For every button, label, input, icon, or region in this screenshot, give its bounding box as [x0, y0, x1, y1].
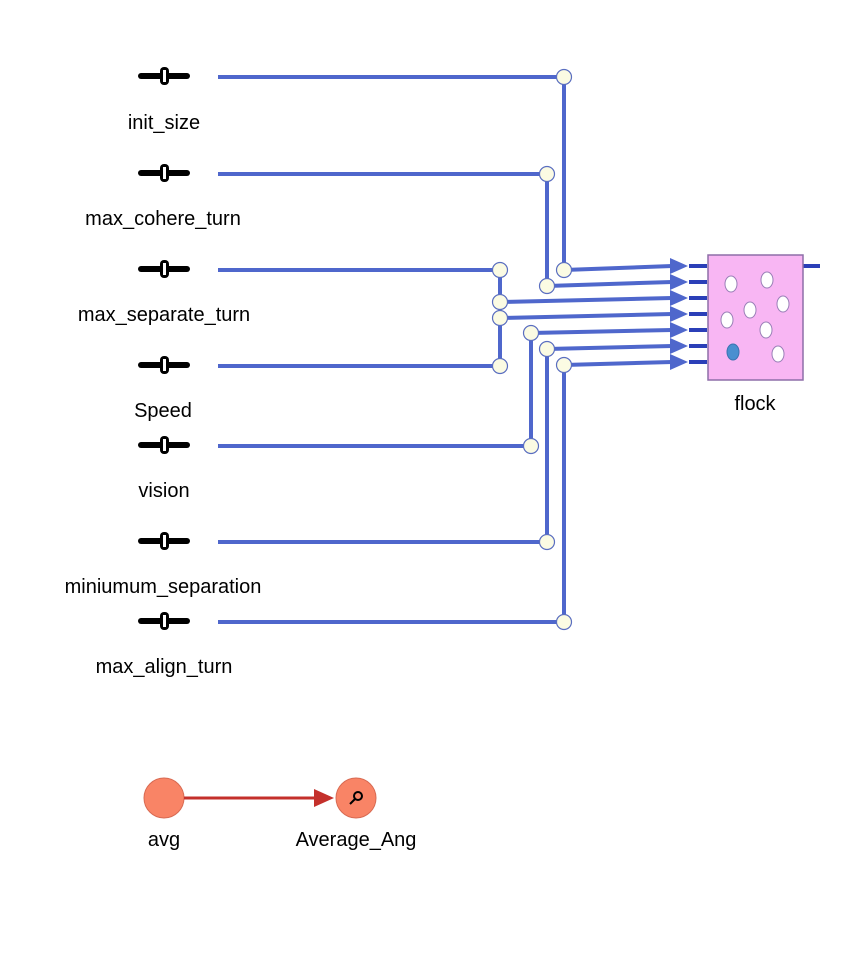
wire-miniumum-separation: [218, 344, 673, 544]
flock-agent[interactable]: [707, 254, 804, 381]
wire-junctions[interactable]: [491, 68, 573, 631]
junction[interactable]: [522, 324, 540, 342]
arrowhead: [670, 354, 688, 370]
slider-vision-icon[interactable]: [138, 436, 190, 454]
junction[interactable]: [491, 309, 509, 327]
wire-init-size: [218, 75, 673, 272]
avg-node[interactable]: [143, 777, 185, 819]
slider-max-align-turn-icon[interactable]: [138, 612, 190, 630]
slider-label-max-align-turn: max_align_turn: [95, 656, 233, 678]
junction[interactable]: [491, 293, 509, 311]
wire-speed: [218, 312, 673, 368]
slider-label-init-size: init_size: [127, 112, 201, 134]
slider-max-separate-turn-icon[interactable]: [138, 260, 190, 278]
arrowhead: [670, 338, 688, 354]
slider-speed-icon[interactable]: [138, 356, 190, 374]
arrowheads: [670, 258, 688, 370]
arrowhead: [670, 290, 688, 306]
slider-miniumum-separation-icon[interactable]: [138, 532, 190, 550]
flock-input-ports: [689, 264, 707, 364]
junction[interactable]: [491, 261, 509, 279]
slider-init-size-icon[interactable]: [138, 67, 190, 85]
arrowhead: [670, 258, 688, 274]
junction[interactable]: [522, 437, 540, 455]
slider-label-miniumum-separation: miniumum_separation: [64, 576, 262, 598]
slider-label-max-cohere-turn: max_cohere_turn: [85, 208, 241, 230]
junction[interactable]: [538, 165, 556, 183]
wire-max-separate-turn: [218, 268, 673, 304]
magnifier-icon: [349, 791, 363, 805]
wire-max-align-turn: [218, 360, 673, 624]
arrowhead: [670, 274, 688, 290]
junction[interactable]: [555, 261, 573, 279]
junction[interactable]: [538, 533, 556, 551]
flock-agent-icon: [720, 271, 790, 363]
flock-label: flock: [734, 393, 776, 415]
junction[interactable]: [538, 277, 556, 295]
average-ang-node[interactable]: [335, 777, 377, 819]
arrowhead: [670, 322, 688, 338]
avg-link-arrow: [184, 789, 334, 807]
slider-label-speed: Speed: [134, 400, 192, 422]
slider-label-vision: vision: [138, 480, 190, 502]
junction[interactable]: [491, 357, 509, 375]
wire-max-cohere-turn: [218, 172, 673, 288]
average-ang-label: Average_Ang: [295, 829, 417, 851]
junction[interactable]: [555, 356, 573, 374]
slider-label-max-separate-turn: max_separate_turn: [77, 304, 251, 326]
wire-vision: [218, 328, 673, 448]
junction[interactable]: [555, 68, 573, 86]
slider-max-cohere-turn-icon[interactable]: [138, 164, 190, 182]
junction[interactable]: [538, 340, 556, 358]
avg-label: avg: [147, 829, 181, 851]
junction[interactable]: [555, 613, 573, 631]
arrowhead: [670, 306, 688, 322]
connector-wires: [218, 75, 673, 624]
